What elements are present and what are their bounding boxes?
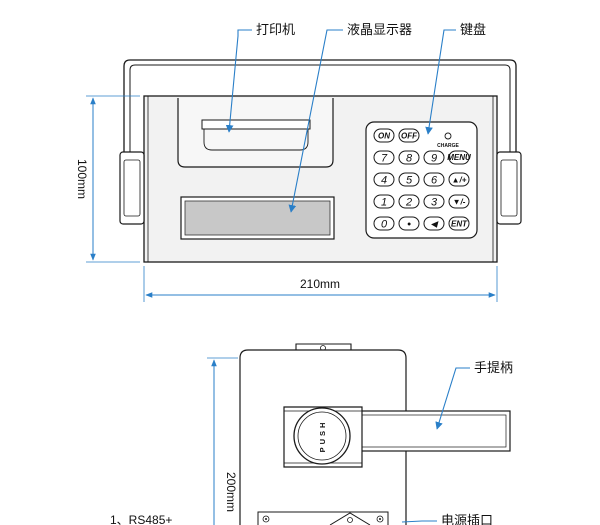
key-2[interactable]: [398, 194, 420, 209]
width-dimension-label: 210mm: [300, 277, 340, 291]
key-off[interactable]: [398, 128, 420, 143]
power-socket-label: 电源插口: [441, 514, 493, 525]
left-hinge-block: [119, 151, 145, 225]
printer-leader: [225, 29, 252, 133]
key-ent[interactable]: [448, 216, 470, 231]
key-5[interactable]: [398, 172, 420, 187]
key-7-label: 7: [381, 153, 388, 165]
power-socket-leader: [401, 520, 437, 523]
key-on[interactable]: [373, 128, 395, 143]
printer-label: 打印机: [256, 23, 295, 38]
height-dimension-label: 100mm: [75, 159, 89, 199]
printer: [177, 98, 334, 168]
power-socket: [329, 512, 371, 525]
charge-label: CHARGE: [437, 143, 459, 149]
key-6-label: 6: [431, 175, 438, 187]
key-menu-label: MENU: [447, 153, 471, 162]
keypad-row-2: 7 8 9 MENU: [373, 150, 471, 165]
key-down-minus[interactable]: [448, 194, 470, 209]
key-1-label: 1: [381, 197, 387, 209]
key-2-label: 2: [405, 197, 412, 209]
push-button[interactable]: [293, 407, 351, 465]
lcd-label: 液晶显示器: [347, 23, 412, 38]
key-menu[interactable]: [448, 150, 470, 165]
key-4-label: 4: [381, 175, 387, 187]
key-0[interactable]: [373, 216, 395, 231]
lcd-leader: [288, 29, 343, 213]
keyboard-label: 键盘: [460, 22, 486, 38]
front-handle: [123, 59, 517, 156]
top-handle: [359, 410, 511, 452]
power-socket-panel: [257, 511, 389, 525]
key-down-minus-label: ▼/-: [453, 198, 466, 207]
key-4[interactable]: [373, 172, 395, 187]
handle-leader: [435, 367, 470, 430]
key-off-label: OFF: [401, 132, 418, 141]
key-9-label: 9: [431, 153, 437, 165]
key-3[interactable]: [423, 194, 445, 209]
key-3-label: 3: [431, 197, 438, 209]
front-view: CHARGE ON OFF 7 8 9 MENU 4 5 6: [75, 22, 522, 302]
rs485-label: 1、RS485+: [110, 513, 172, 525]
top-view: PUSH 手提柄 电源插口 1、RS485+ 200mm: [110, 343, 513, 525]
depth-dimension-label: 200mm: [224, 472, 238, 512]
printer-slot: [201, 119, 311, 130]
handle-label: 手提柄: [474, 360, 513, 376]
key-0-label: 0: [381, 219, 388, 231]
key-5-label: 5: [406, 175, 413, 187]
keypad-row-5: 0 • ◀ ENT: [373, 216, 470, 231]
lcd-screen: [184, 200, 331, 236]
key-1[interactable]: [373, 194, 395, 209]
key-6[interactable]: [423, 172, 445, 187]
keypad-panel: [365, 121, 478, 239]
keypad-row-4: 1 2 3 ▼/-: [373, 194, 470, 209]
key-9[interactable]: [423, 150, 445, 165]
charge-indicator: [444, 132, 452, 140]
key-up-plus-label: ▲/+: [452, 176, 467, 185]
key-ent-label: ENT: [451, 220, 468, 229]
key-8-label: 8: [406, 153, 413, 165]
key-7[interactable]: [373, 150, 395, 165]
key-dot-label: •: [407, 219, 411, 231]
right-hinge-block: [496, 151, 522, 225]
keyboard-leader: [425, 29, 456, 135]
key-8[interactable]: [398, 150, 420, 165]
key-left[interactable]: [423, 216, 445, 231]
key-left-label: ◀: [431, 220, 439, 229]
key-up-plus[interactable]: [448, 172, 470, 187]
key-on-label: ON: [378, 132, 390, 141]
keypad-row-3: 4 5 6 ▲/+: [373, 172, 470, 187]
keypad-row-1: ON OFF: [373, 128, 420, 143]
push-label: PUSH: [318, 420, 327, 453]
key-dot[interactable]: [398, 216, 420, 231]
